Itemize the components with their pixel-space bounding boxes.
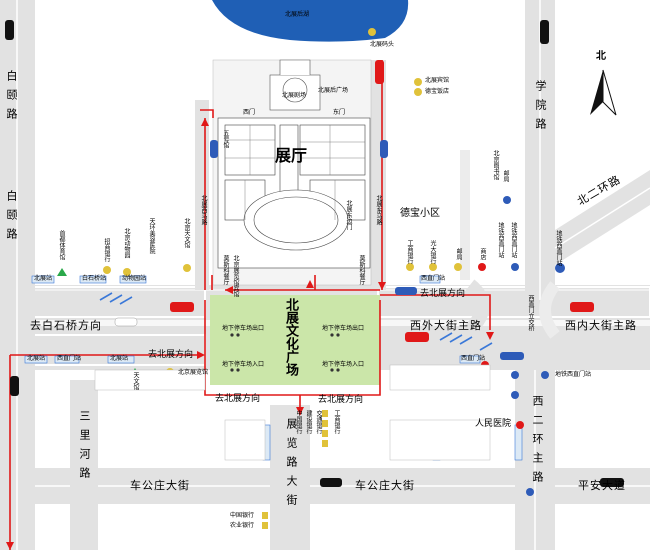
road-xueyuan-label: 学院路 [534, 80, 547, 137]
poi-bank6: 交通银行 [315, 410, 322, 434]
road-baiyi-south: 白颐路 [5, 190, 18, 247]
hall-hotel-label: 北京展览馆宾馆 [232, 255, 239, 297]
hall-wu-label: 五号馆 [222, 130, 229, 148]
poi-zoo-west: 天环美容医院 [148, 218, 155, 254]
bus-stop-4: 北展站 [27, 355, 46, 362]
road-to-beizhan-3: 去北展方向 [318, 395, 364, 405]
road-chegongzhuang-east: 车公庄大街 [355, 479, 415, 492]
poi-hotel2: 北展宾馆 [425, 77, 450, 84]
poi-zoo-museum: 首都体育馆 [58, 230, 65, 260]
road-xierhuan-label: 西二环主路 [531, 395, 544, 490]
traffic-dashes [99, 292, 493, 351]
poi-metro1: 地铁西直门站 [497, 222, 504, 258]
road-baiyi-north: 白颐路 [5, 70, 18, 127]
theatre-label: 北展剧场 [282, 92, 307, 99]
poi-bank4: 中国银行 [295, 410, 302, 434]
pier-label: 北展码头 [370, 41, 395, 48]
road-zhanlan [270, 405, 310, 550]
vehicle-icons [5, 20, 624, 487]
poi-metro2: 地铁西直门站 [510, 222, 517, 258]
square-back-label: 北展后广场 [318, 87, 349, 94]
poi-zoo: 北京动物园 [123, 228, 130, 258]
poi-post: 邮局 [455, 248, 462, 260]
road-to-beizhan-4: 去北展方向 [420, 289, 466, 299]
xizhimen-bridge-label: 西直门立交桥 [527, 295, 534, 331]
parking-exit-ne: 地下停车场出口 [322, 325, 365, 332]
parking-entry-se: 地下停车场入口 [322, 361, 365, 368]
road-xiwai-label: 西外大街主路 [410, 319, 482, 332]
lake-shape [212, 0, 409, 42]
bus-stop-6: 北展站 [110, 355, 129, 362]
poi-bank8: 中国银行 [230, 512, 255, 519]
road-baishiqiao-label: 去白石桥方向 [30, 319, 102, 332]
poi-bank3: 光大银行 [429, 240, 436, 264]
poi-shop: 商店 [479, 248, 486, 260]
bus-stop-8: 西直门站 [461, 355, 486, 362]
road-pingan-label: 平安大道 [578, 479, 626, 492]
square-label: 北展文化广场 [283, 298, 298, 376]
hall-label: 展厅 [275, 146, 308, 165]
road-zhanlan-label: 展览路大街 [285, 418, 298, 513]
poi-lib: 北京图书馆 [492, 150, 499, 180]
hall-east-road: 北展东马路 [375, 195, 382, 225]
hall-restaurant-south: 莫斯科餐厅 [358, 255, 365, 285]
poi-bank5: 建设银行 [305, 410, 312, 434]
poi-metro4: 地铁西直门站 [555, 371, 592, 378]
poi-bank9: 农业银行 [230, 522, 255, 529]
hall-restaurant-label: 莫斯科餐厅 [222, 255, 229, 285]
hall-west-gate: 西门 [243, 109, 256, 116]
north-arrow [590, 69, 617, 116]
poi-bank1: 招商银行 [103, 238, 110, 262]
community-label: 德宝小区 [400, 208, 440, 219]
parking-entry-sw: 地下停车场入口 [222, 361, 265, 368]
poi-bank7: 工商银行 [333, 410, 340, 434]
poi-debao: 德宝饭店 [425, 88, 450, 95]
people-hospital-label: 人民医院 [475, 419, 512, 429]
poi-tianwen: 天文馆 [132, 372, 139, 390]
parking-exit-nw: 地下停车场出口 [222, 325, 265, 332]
theatre-building [269, 59, 321, 111]
hall-east-gate: 东门 [333, 109, 346, 116]
hall-east-side: 北展东边门 [345, 200, 352, 230]
poi-planetarium: 北京天文馆 [183, 218, 190, 248]
poi-bank2: 工商银行 [406, 240, 413, 264]
north-label: 北 [596, 51, 606, 62]
poi-metro3: 地铁西直门站 [555, 230, 562, 266]
bus-stop-3: 动物园站 [122, 275, 147, 282]
poi-post2: 邮局 [502, 170, 509, 182]
road-sanlihe-label: 三里河路 [78, 410, 91, 486]
poi-ex: 北京展览馆 [178, 369, 209, 376]
bus-stop-2: 白石桥站 [82, 275, 107, 282]
road-sanlihe [70, 380, 98, 550]
lake-label: 北展后湖 [285, 11, 310, 18]
road-chegongzhuang-west: 车公庄大街 [130, 479, 190, 492]
bus-stop-1: 北展站 [34, 275, 53, 282]
bus-stop-5: 西直门站 [57, 355, 82, 362]
road-to-beizhan-2: 去北展方向 [215, 394, 261, 404]
bus-stop-7: 西直门站 [421, 275, 446, 282]
hall-west-road: 北展西马路 [200, 195, 207, 225]
road-xinei-label: 西内大街主路 [565, 319, 637, 332]
hall-building [217, 117, 371, 269]
road-to-beizhan-1: 去北展方向 [148, 350, 194, 360]
